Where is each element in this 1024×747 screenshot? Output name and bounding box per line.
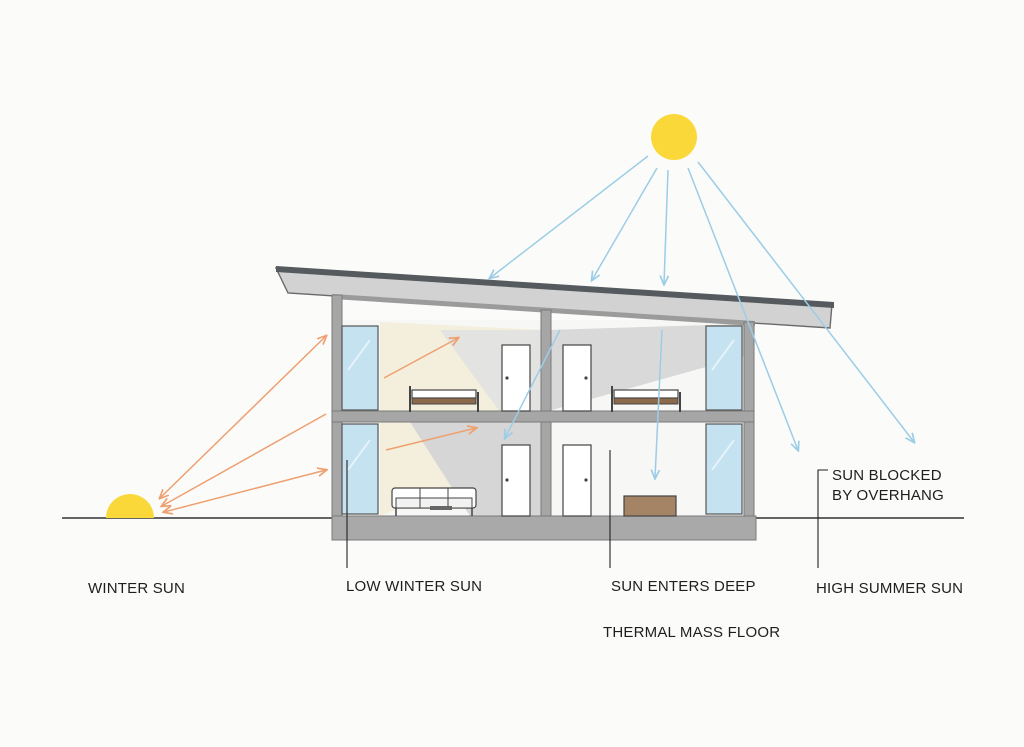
foundation-slab xyxy=(331,515,757,541)
window-left-upper xyxy=(341,325,379,411)
window-right-lower xyxy=(705,423,743,515)
sun-enters-deep-label: SUN ENTERS DEEP xyxy=(611,578,756,595)
bed-right xyxy=(611,386,681,412)
sofa xyxy=(391,487,477,516)
roof-edge xyxy=(276,266,834,308)
summer-sun xyxy=(651,114,697,160)
bed-left xyxy=(409,386,479,412)
low-winter-sun-label: LOW WINTER SUN xyxy=(346,578,483,595)
high-summer-sun-label: HIGH SUMMER SUN xyxy=(816,580,964,597)
leader-lines xyxy=(346,450,828,568)
winter-rays xyxy=(160,336,476,512)
sun-blocked-label: SUN BLOCKED BY OVERHANG xyxy=(832,467,944,504)
mid-floor-slab xyxy=(331,410,755,423)
winter-sun xyxy=(106,494,154,518)
summer-rays xyxy=(490,155,914,478)
left-wall xyxy=(331,294,343,518)
shade-upper xyxy=(545,324,745,412)
building-section xyxy=(274,266,834,541)
window-right-upper xyxy=(705,325,743,411)
thermal-mass-floor-label: THERMAL MASS FLOOR xyxy=(603,624,781,641)
winter-sun-label: WINTER SUN xyxy=(88,580,185,597)
cabinet xyxy=(623,495,677,517)
